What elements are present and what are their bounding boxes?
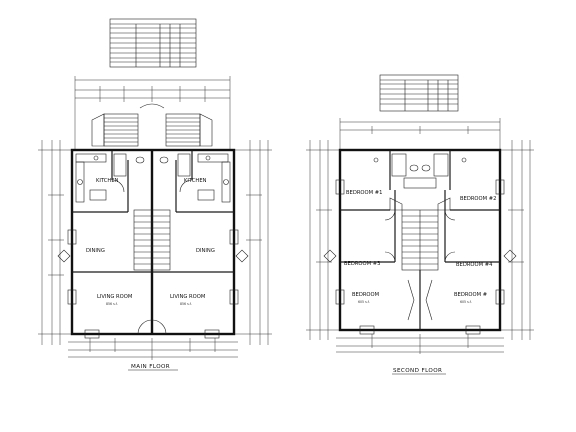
second-floor-windows: [323, 179, 517, 335]
second-floor-top-dimensions: [339, 118, 501, 150]
main-floor-left-dimensions: [38, 140, 72, 345]
bedroom-3-label: BEDROOM #3: [344, 261, 380, 267]
dining-left-label: DINING: [86, 248, 105, 254]
dining-right-label: DINING: [196, 248, 215, 254]
main-floor-title: MAIN FLOOR: [131, 364, 170, 370]
main-floor-windows: [57, 229, 249, 339]
main-floor-central-stairs: [133, 209, 171, 271]
main-floor-schedule-table: [109, 18, 197, 68]
main-floor-kitchen-counters: [75, 153, 231, 203]
bedroom-right-lower-label: BEDROOM #: [454, 292, 487, 298]
second-floor-right-dimensions: [500, 140, 534, 340]
main-floor-right-dimensions: [234, 140, 272, 345]
second-floor-plan: BEDROOM #1 BEDROOM #2 BEDROOM #3 BEDROOM…: [306, 118, 534, 375]
living-room-right-area: 856 s.f.: [180, 302, 192, 306]
bedroom-1-label: BEDROOM #1: [346, 190, 382, 196]
living-room-right-label: LIVING ROOM: [170, 294, 205, 300]
bedroom-left-area: 605 s.f.: [358, 300, 370, 304]
second-floor-left-dimensions: [306, 140, 340, 340]
main-floor-plan: KITCHEN KITCHEN DINING DINING LIVING ROO…: [38, 76, 272, 371]
second-floor-bottom-dimensions: [336, 334, 504, 354]
kitchen-left-label: KITCHEN: [96, 178, 119, 184]
main-floor-entry-stairs: [91, 103, 213, 147]
kitchen-right-label: KITCHEN: [184, 178, 207, 184]
main-floor-bath-fixtures: [93, 153, 211, 177]
bedroom-2-label: BEDROOM #2: [460, 196, 496, 202]
main-floor-top-dimensions: [74, 76, 231, 150]
bedroom-right-area: 605 s.f.: [460, 300, 472, 304]
living-room-left-label: LIVING ROOM: [97, 294, 132, 300]
second-floor-partitions: [340, 150, 500, 330]
living-room-left-area: 856 s.f.: [106, 302, 118, 306]
second-floor-central-stairs: [389, 197, 451, 271]
main-floor-bottom-dimensions: [68, 338, 238, 360]
bedroom-4-label: BEDROOM #4: [456, 262, 493, 268]
second-floor-bath-fixtures: [373, 153, 467, 189]
main-floor-partitions: [72, 150, 234, 273]
main-floor-doors: [111, 179, 193, 335]
second-floor-title: SECOND FLOOR: [393, 368, 442, 374]
second-floor-schedule-table: [379, 74, 459, 112]
second-floor-doors: [384, 209, 456, 321]
bedroom-left-lower-label: BEDROOM: [352, 292, 379, 298]
